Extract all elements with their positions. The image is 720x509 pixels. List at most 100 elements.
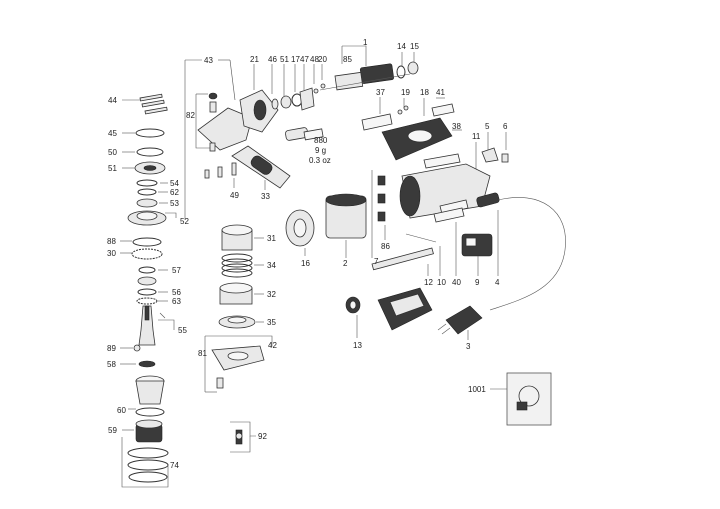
part-3-plug xyxy=(437,305,483,340)
part-1-rotor xyxy=(319,45,411,91)
parts-57-56-63 xyxy=(136,266,168,319)
label-3: 3 xyxy=(466,342,471,351)
label-43: 43 xyxy=(204,56,213,65)
label-31: 31 xyxy=(267,234,276,243)
grease-880: 880 9 g 0.3 oz xyxy=(285,127,331,165)
part-49-pins xyxy=(204,162,237,188)
label-13: 13 xyxy=(353,341,362,350)
label-1001: 1001 xyxy=(468,385,486,394)
part-31-bearing xyxy=(221,224,264,251)
label-45: 45 xyxy=(108,129,117,138)
part-33-handle xyxy=(231,145,291,190)
label-55: 55 xyxy=(178,326,187,335)
label-56: 56 xyxy=(172,288,181,297)
label-38: 38 xyxy=(452,122,461,131)
part-82-screws xyxy=(195,93,216,152)
label-21: 21 xyxy=(250,55,259,64)
label-60: 60 xyxy=(117,406,126,415)
part-92-key xyxy=(230,421,256,453)
label-54: 54 xyxy=(170,179,179,188)
label-37: 37 xyxy=(376,88,385,97)
label-41: 41 xyxy=(436,88,445,97)
part-60-clamp xyxy=(128,375,165,417)
label-53: 53 xyxy=(170,199,179,208)
label-19: 19 xyxy=(401,88,410,97)
label-86: 86 xyxy=(381,242,390,251)
part-1001-label-plate xyxy=(490,372,552,426)
parts-40-10-12 xyxy=(371,207,465,276)
part-55-spindle xyxy=(138,305,175,346)
part-30-ring xyxy=(120,248,163,260)
label-10: 10 xyxy=(437,278,446,287)
part-59-nut xyxy=(122,419,163,443)
label-74: 74 xyxy=(170,461,179,470)
label-33: 33 xyxy=(261,192,270,201)
label-88: 88 xyxy=(107,237,116,246)
label-50: 50 xyxy=(108,148,117,157)
part-38-housing xyxy=(381,117,462,169)
part-4-cable xyxy=(476,192,566,311)
label-5: 5 xyxy=(485,122,490,131)
label-11: 11 xyxy=(472,132,481,141)
label-92: 92 xyxy=(258,432,267,441)
label-30: 30 xyxy=(107,249,116,258)
parts-74-rings xyxy=(121,437,169,488)
parts-37-19-18-41 xyxy=(361,97,455,131)
part-34-spring xyxy=(221,253,264,278)
part-51-bearing xyxy=(122,161,166,175)
label-82: 82 xyxy=(186,111,195,120)
part-42-guard xyxy=(204,335,273,393)
label-81: 81 xyxy=(198,349,207,358)
part-43-guard xyxy=(184,59,253,220)
label-52: 52 xyxy=(180,217,189,226)
label-9: 9 xyxy=(475,278,480,287)
label-34: 34 xyxy=(267,261,276,270)
label-44: 44 xyxy=(108,96,117,105)
grease-weight-oz: 0.3 oz xyxy=(309,156,331,165)
grease-code: 880 xyxy=(314,136,328,145)
label-51-top: 51 xyxy=(280,55,289,64)
part-2-stator xyxy=(325,193,367,258)
parts-54-62-53 xyxy=(136,179,168,208)
label-6: 6 xyxy=(503,122,508,131)
part-45-o-ring xyxy=(122,128,165,138)
part-86-brushes xyxy=(371,170,386,258)
part-58 xyxy=(120,360,156,368)
label-58: 58 xyxy=(107,360,116,369)
part-13-bearing xyxy=(345,296,361,338)
parts-5-6 xyxy=(481,132,509,163)
part-21-gear-head xyxy=(239,64,279,133)
parts-46-51-17-47-48-20 xyxy=(271,64,326,111)
label-4: 4 xyxy=(495,278,500,287)
label-15: 15 xyxy=(410,42,419,51)
label-20: 20 xyxy=(318,55,327,64)
label-51-left: 51 xyxy=(108,164,117,173)
grease-weight-g: 9 g xyxy=(315,146,326,155)
part-50-ring xyxy=(122,147,164,157)
label-89: 89 xyxy=(107,344,116,353)
parts-14-15 xyxy=(396,52,419,79)
label-57: 57 xyxy=(172,266,181,275)
part-89-nut xyxy=(120,344,141,352)
label-12: 12 xyxy=(424,278,433,287)
label-18: 18 xyxy=(420,88,429,97)
label-47: 47 xyxy=(300,55,309,64)
part-44-screws xyxy=(122,93,168,115)
label-46: 46 xyxy=(268,55,277,64)
label-32: 32 xyxy=(267,290,276,299)
label-14: 14 xyxy=(397,42,406,51)
label-35: 35 xyxy=(267,318,276,327)
label-48: 48 xyxy=(310,55,319,64)
label-42: 42 xyxy=(268,341,277,350)
label-59: 59 xyxy=(108,426,117,435)
part-32-sleeve xyxy=(219,282,264,305)
label-2: 2 xyxy=(343,259,348,268)
end-cover xyxy=(377,287,433,331)
label-40: 40 xyxy=(452,278,461,287)
part-16-fan xyxy=(285,209,315,256)
part-88-ring xyxy=(120,237,162,247)
part-52-flange xyxy=(127,210,177,226)
label-7: 7 xyxy=(374,257,379,266)
label-17: 17 xyxy=(291,55,300,64)
